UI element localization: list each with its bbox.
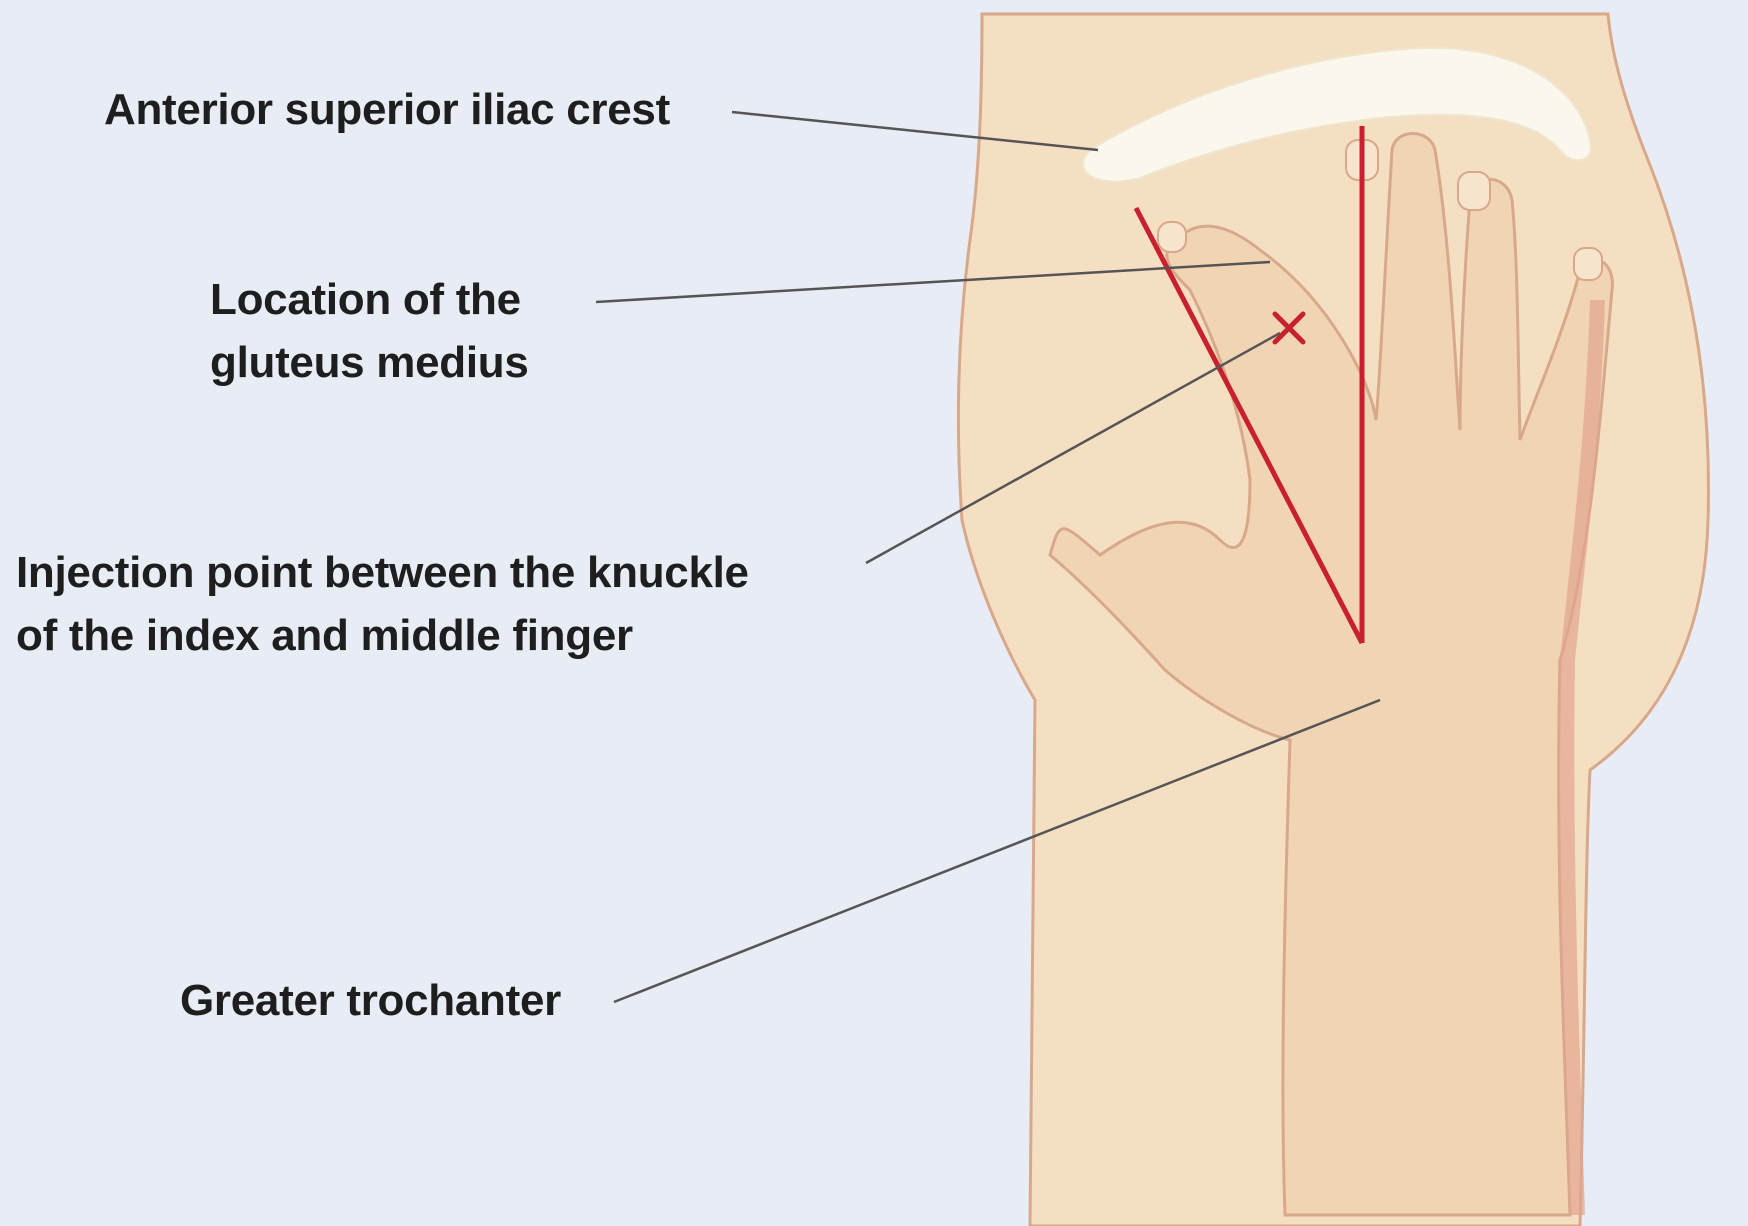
label-iliac-crest: Anterior superior iliac crest (104, 78, 670, 141)
label-greater-trochanter: Greater trochanter (180, 969, 561, 1032)
label-injection-point: Injection point between the knuckle of t… (16, 541, 749, 667)
label-injection-line2: of the index and middle finger (16, 604, 749, 667)
label-gluteus-line2: gluteus medius (210, 331, 529, 394)
label-gluteus-medius: Location of the gluteus medius (210, 268, 529, 394)
nail-4 (1574, 248, 1602, 280)
nail-1 (1158, 222, 1186, 252)
label-gluteus-line1: Location of the (210, 268, 529, 331)
nail-3 (1458, 172, 1490, 210)
label-injection-line1: Injection point between the knuckle (16, 541, 749, 604)
